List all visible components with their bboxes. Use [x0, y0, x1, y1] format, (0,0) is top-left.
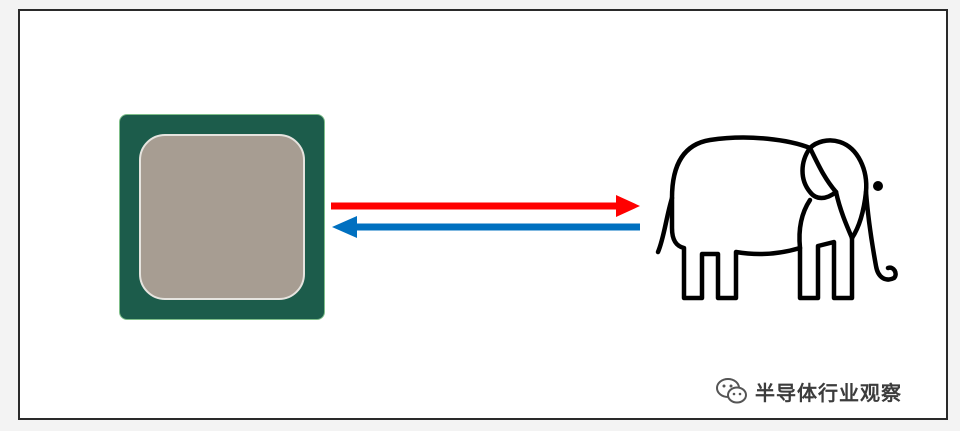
watermark: 半导体行业观察	[715, 376, 902, 406]
elephant-eye	[873, 181, 883, 191]
diagram-frame: 半导体行业观察	[18, 9, 948, 420]
elephant-icon	[655, 135, 898, 301]
wechat-icon	[716, 378, 747, 404]
chip-icon	[119, 114, 325, 320]
watermark-label: 半导体行业观察	[755, 380, 902, 405]
forward-arrow	[331, 195, 640, 217]
chip-die	[139, 134, 305, 300]
data-transfer-arrows	[331, 195, 640, 238]
backward-arrow	[332, 216, 640, 238]
